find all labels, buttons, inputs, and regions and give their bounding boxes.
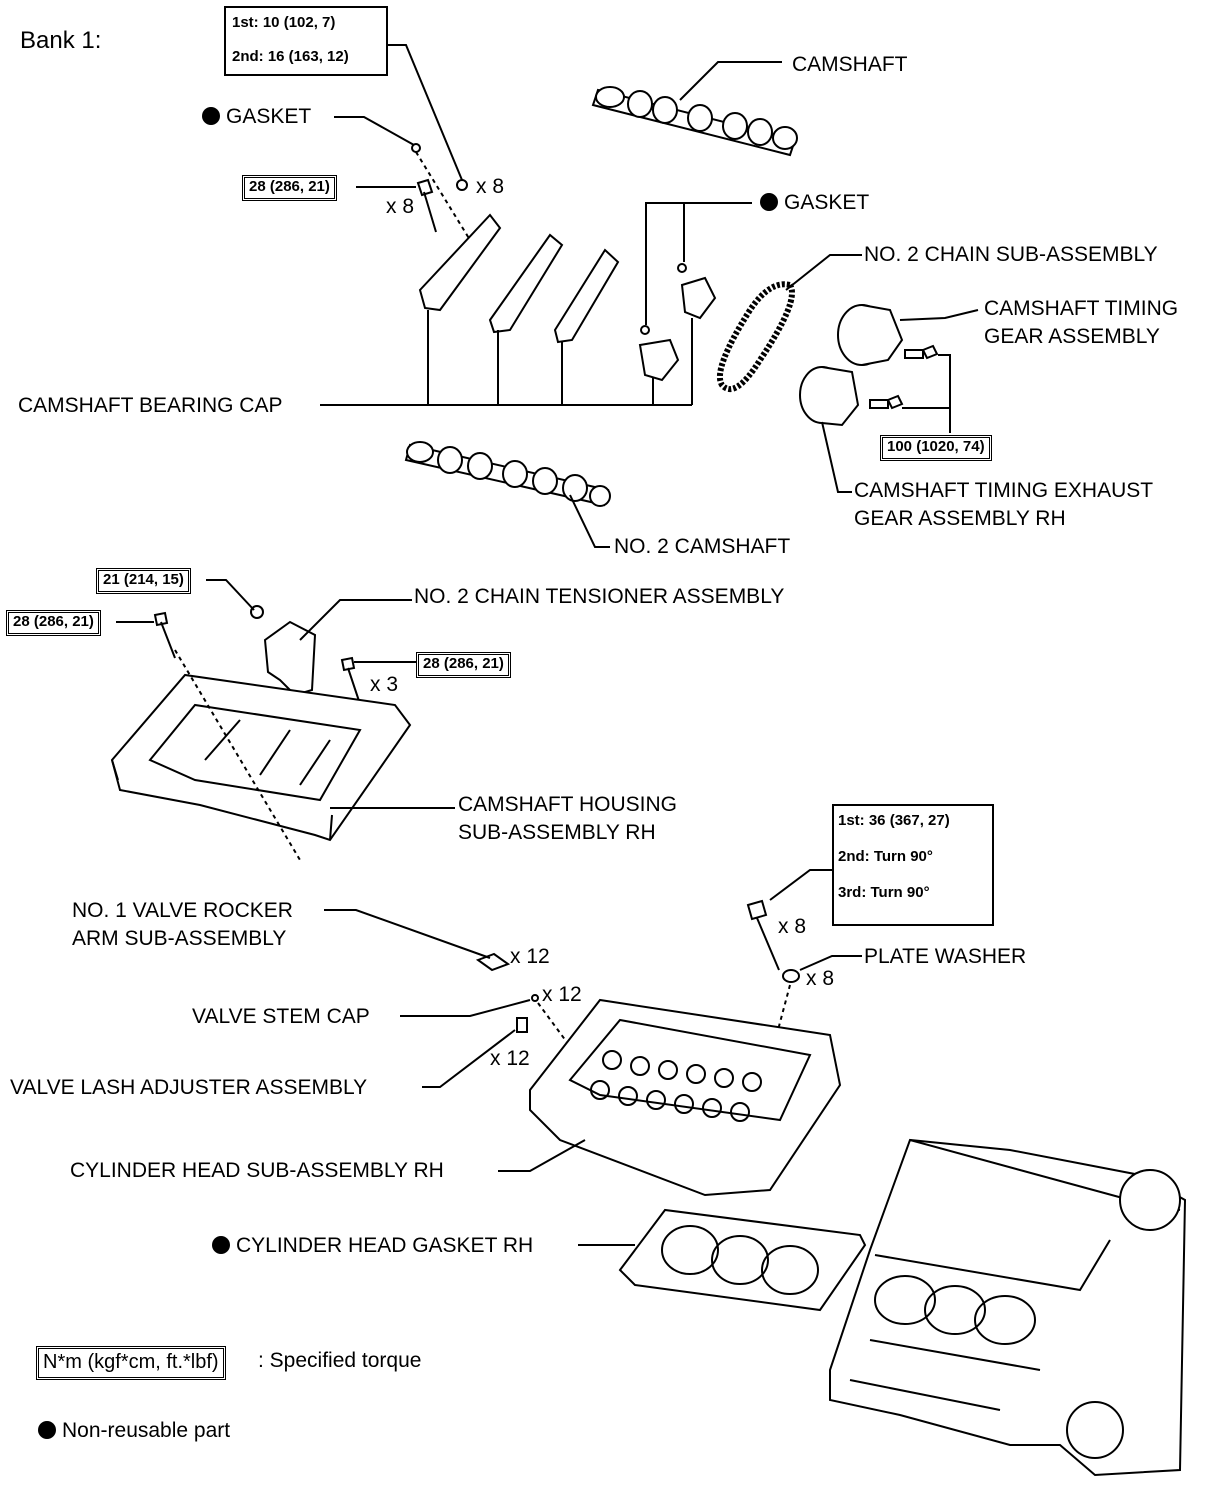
head-gasket-label: CYLINDER HEAD GASKET RH	[212, 1233, 533, 1259]
head-bolt-torque-1st: 1st: 36 (367, 27)	[838, 812, 950, 829]
nonreusable-dot-icon	[38, 1421, 56, 1439]
nonreusable-dot-icon	[760, 193, 778, 211]
rocker-qty: x 12	[510, 945, 550, 968]
camshaft-label: CAMSHAFT	[792, 53, 908, 76]
gasket-right-label: GASKET	[760, 190, 869, 216]
exhaust-gear-label-line1: CAMSHAFT TIMING EXHAUST	[854, 479, 1154, 502]
nonreusable-dot-icon	[202, 107, 220, 125]
bearing-bolt-torque-box: 28 (286, 21)	[242, 175, 337, 201]
cap-bolt-torque-2nd: 2nd: 16 (163, 12)	[232, 48, 349, 65]
leader-gasket-top	[334, 116, 415, 146]
leader-exhaust-gear	[821, 421, 852, 493]
bearing-bolt-drawing	[416, 178, 437, 233]
housing-bolt-qty: x 3	[370, 673, 399, 696]
cylinder-head-drawing	[529, 998, 842, 1197]
timing-gear-label-line1: CAMSHAFT TIMING	[984, 297, 1179, 320]
timing-gear-label-line2: GEAR ASSEMBLY	[984, 325, 1160, 348]
housing-label-line1: CAMSHAFT HOUSING	[458, 793, 677, 816]
housing-bolt-right-torque-box: 28 (286, 21)	[416, 652, 511, 678]
leader-tensioner-bolt	[206, 579, 255, 611]
head-bolt-qty: x 8	[778, 915, 807, 938]
leader-no2-camshaft	[569, 494, 610, 548]
nonreusable-dot-icon	[212, 1236, 230, 1254]
cap-bolt-torque-1st: 1st: 10 (102, 7)	[232, 14, 336, 31]
timing-gear-drawing	[837, 304, 939, 366]
cap-bolt-torque-box: 1st: 10 (102, 7) 2nd: 16 (163, 12)	[224, 6, 388, 76]
cap-bolt-qty: x 8	[476, 175, 505, 198]
leader-rocker-arm	[324, 909, 491, 959]
leader-camshaft	[679, 61, 782, 101]
plate-washer-label: PLATE WASHER	[864, 945, 1027, 968]
valve-stem-cap-drawing	[531, 994, 539, 1002]
leader-cap-bolt-box	[386, 44, 463, 181]
no2-chain-label: NO. 2 CHAIN SUB-ASSEMBLY	[864, 243, 1158, 266]
housing-bolt-left-torque-box: 28 (286, 21)	[6, 610, 101, 636]
exhaust-gear-label-line2: GEAR ASSEMBLY RH	[854, 507, 1066, 530]
no2-camshaft-label: NO. 2 CAMSHAFT	[614, 535, 791, 558]
head-bolt-torque-3rd: 3rd: Turn 90°	[838, 884, 930, 901]
leader-tensioner	[299, 599, 412, 641]
rocker-label-line1: NO. 1 VALVE ROCKER	[72, 899, 293, 922]
leader-head-bolt-box	[769, 869, 832, 901]
housing-bolt-right-torque: 28 (286, 21)	[418, 654, 509, 676]
legend-torque-text: : Specified torque	[258, 1349, 422, 1372]
head-gasket-drawing	[618, 1208, 867, 1312]
camshaft-housing-drawing	[110, 673, 412, 842]
bearing-bolt-torque: 28 (286, 21)	[244, 177, 335, 199]
valve-stem-cap-label: VALVE STEM CAP	[192, 1005, 370, 1028]
housing-bolt-left-torque: 28 (286, 21)	[8, 612, 99, 634]
leader-plate-washer	[799, 955, 862, 971]
bearing-cap-label: CAMSHAFT BEARING CAP	[18, 394, 283, 417]
tensioner-bolt-torque: 21 (214, 15)	[98, 570, 189, 592]
legend-nonreusable: Non-reusable part	[38, 1418, 230, 1444]
leader-no2-chain	[785, 254, 862, 291]
no2-chain-drawing	[716, 281, 795, 393]
adjuster-qty: x 12	[490, 1047, 530, 1070]
lash-adjuster-drawing	[516, 1017, 528, 1033]
bank-heading: Bank 1:	[20, 27, 102, 54]
leader-timing-bolt-1	[938, 354, 951, 433]
bearing-caps-drawing	[418, 213, 717, 382]
washer-qty: x 8	[806, 967, 835, 990]
leader-cylinder-head	[498, 1139, 586, 1172]
engine-block-drawing	[829, 1138, 1187, 1477]
rocker-label-line2: ARM SUB-ASSEMBLY	[72, 927, 287, 950]
head-bolt-drawing	[746, 899, 800, 983]
lash-adjuster-label: VALVE LASH ADJUSTER ASSEMBLY	[10, 1076, 368, 1099]
legend-torque-box: N*m (kgf*cm, ft.*lbf)	[36, 1346, 226, 1380]
head-bolt-torque-2nd: 2nd: Turn 90°	[838, 848, 933, 865]
cylinder-head-label: CYLINDER HEAD SUB-ASSEMBLY RH	[70, 1159, 444, 1182]
legend-torque-units: N*m (kgf*cm, ft.*lbf)	[38, 1348, 224, 1378]
stem-cap-qty: x 12	[542, 983, 582, 1006]
bearing-bolt-qty: x 8	[386, 195, 415, 218]
rocker-arm-drawing	[475, 952, 511, 972]
leader-timing-gear	[899, 309, 979, 321]
exhaust-gear-drawing	[799, 366, 904, 427]
leader-lash-adjuster	[422, 1029, 516, 1088]
housing-label-line2: SUB-ASSEMBLY RH	[458, 821, 656, 844]
leader-gasket-right	[645, 202, 752, 325]
gasket-top-label: GASKET	[202, 104, 311, 130]
head-bolt-torque-box: 1st: 36 (367, 27) 2nd: Turn 90° 3rd: Tur…	[832, 804, 994, 926]
leader-valve-stem-cap	[400, 999, 531, 1017]
tensioner-drawing	[250, 605, 317, 697]
tensioner-label: NO. 2 CHAIN TENSIONER ASSEMBLY	[414, 585, 785, 608]
camshaft-drawing	[591, 86, 798, 157]
tensioner-bolt-torque-box: 21 (214, 15)	[96, 568, 191, 594]
timing-gear-torque: 100 (1020, 74)	[882, 437, 990, 459]
timing-gear-torque-box: 100 (1020, 74)	[880, 435, 992, 461]
no2-camshaft-drawing	[404, 441, 611, 507]
